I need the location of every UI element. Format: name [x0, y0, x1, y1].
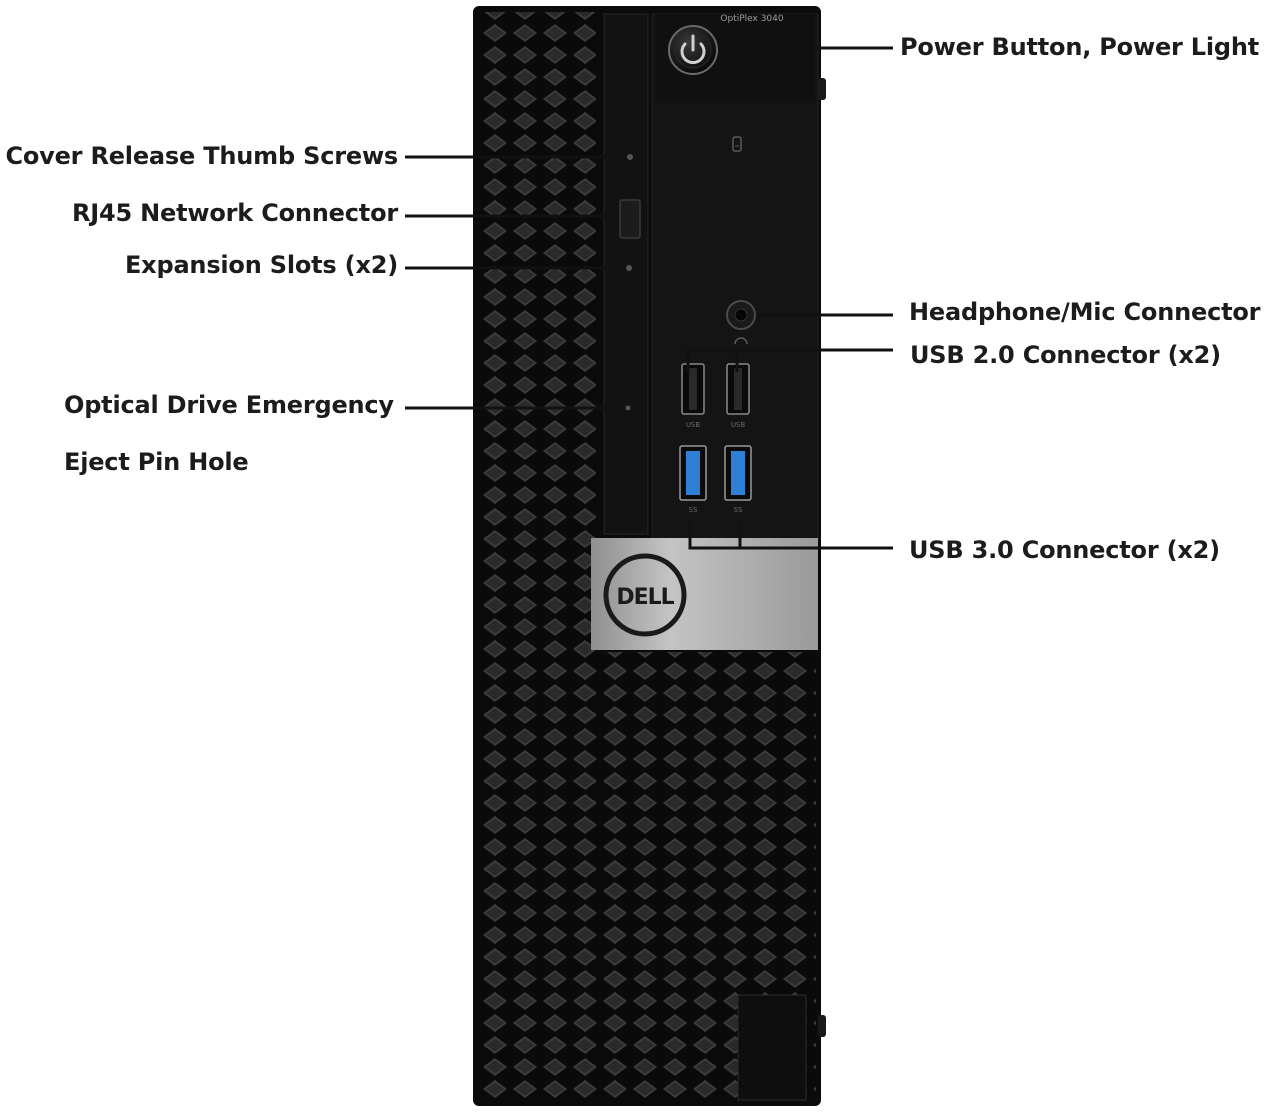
- usb2-port-right-label: USB: [731, 421, 746, 429]
- callout-usb3: USB 3.0 Connector (x2): [909, 536, 1220, 564]
- optical-drive-bay: [603, 13, 649, 535]
- power-button[interactable]: [668, 25, 718, 75]
- usb3-port-right[interactable]: [724, 445, 752, 501]
- callout-cover-release: Cover Release Thumb Screws: [5, 142, 398, 170]
- callout-power: Power Button, Power Light: [900, 33, 1260, 61]
- callout-headphone: Headphone/Mic Connector: [909, 298, 1261, 326]
- usb2-port-right[interactable]: [726, 363, 750, 415]
- hdd-activity-icon: [732, 136, 742, 152]
- cover-release-screw[interactable]: [627, 154, 633, 160]
- dell-logo-text: DELL: [616, 585, 674, 610]
- callout-expansion: Expansion Slots (x2): [124, 251, 398, 279]
- leader-lines: [405, 46, 893, 550]
- side-latch: [818, 78, 826, 100]
- usb3-port-left[interactable]: [679, 445, 707, 501]
- model-text: OptiPlex 3040: [720, 14, 783, 24]
- expansion-slot-indicator: [626, 265, 632, 271]
- callout-optical-line2: Eject Pin Hole: [64, 448, 249, 476]
- power-icon: [680, 34, 706, 64]
- dell-badge: DELL: [591, 538, 818, 650]
- leader-usb3: [688, 520, 893, 550]
- callout-optical-line1: Optical Drive Emergency: [64, 391, 394, 419]
- leader-usb2: [686, 348, 893, 372]
- usb2-port-left[interactable]: [681, 363, 705, 415]
- usb3-port-right-label: SS: [734, 506, 743, 514]
- front-mesh-grille: [478, 12, 596, 1100]
- headphone-mic-jack[interactable]: [726, 300, 756, 330]
- headset-icon: [734, 337, 748, 345]
- callout-rj45: RJ45 Network Connector: [72, 199, 398, 227]
- bottom-foot: [737, 994, 807, 1101]
- callout-usb2: USB 2.0 Connector (x2): [910, 341, 1221, 369]
- usb2-port-left-label: USB: [686, 421, 701, 429]
- dell-logo-icon: [603, 553, 687, 637]
- rj45-network-connector[interactable]: [619, 199, 641, 239]
- usb3-port-left-label: SS: [689, 506, 698, 514]
- optical-drive-eject-pin-hole[interactable]: [625, 405, 631, 411]
- bottom-latch: [818, 1015, 826, 1037]
